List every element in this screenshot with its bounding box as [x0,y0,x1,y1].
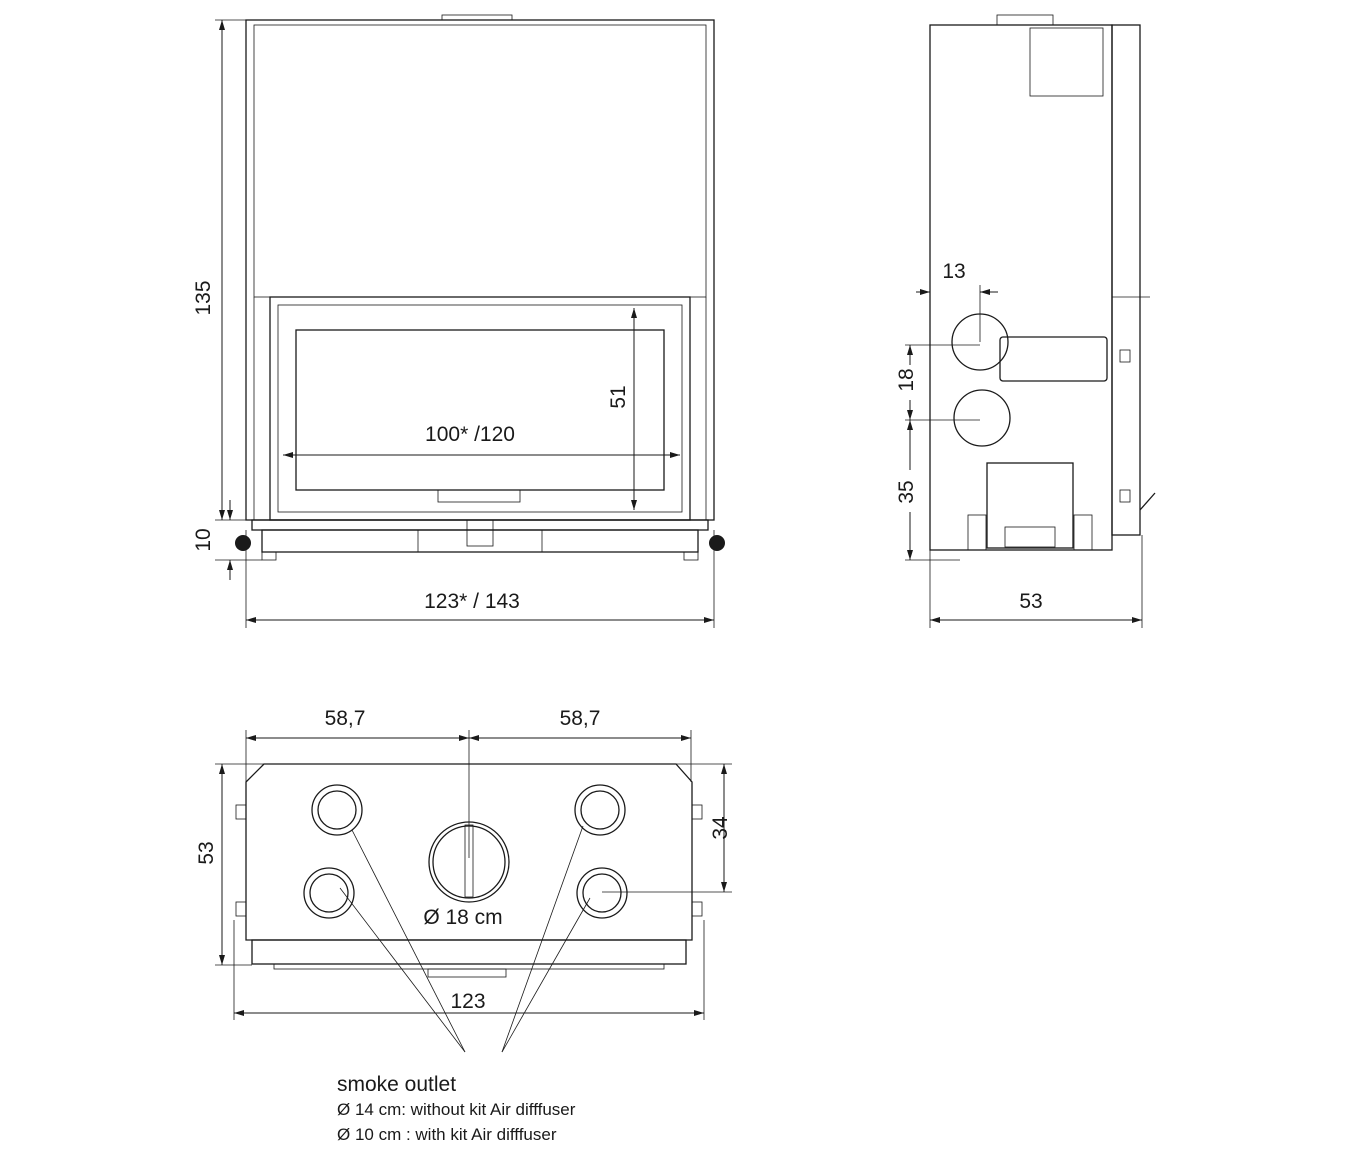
front-width-label: 123* / 143 [424,590,520,613]
top-view: Ø 18 cm 58,7 58,7 53 34 123 [195,707,732,1053]
front-height-label: 135 [192,280,215,315]
left-half-label: 58,7 [325,707,366,730]
side-view: 53 13 18 35 [895,14,1156,628]
legend-title: smoke outlet [337,1073,456,1096]
top-depth-label: 53 [195,841,218,864]
right-half-label: 58,7 [560,707,601,730]
center-outlet-label: Ø 18 cm [423,906,502,929]
smoke-outlet-legend: smoke outlet Ø 14 cm: without kit Air di… [337,1073,576,1144]
outlet-bottom-left [303,867,355,919]
outlet-bottom-right [576,867,628,919]
outlet-offset-label: 13 [942,260,965,283]
outlet-depth-label: 34 [709,816,732,840]
legend-line-1: Ø 14 cm: without kit Air difffuser [337,1100,576,1119]
legend-line-2: Ø 10 cm : with kit Air difffuser [337,1125,557,1144]
outlet-top-left [311,784,363,836]
front-base-label: 10 [192,528,215,551]
front-view: 135 10 123* / 143 100* /120 51 [192,14,725,628]
outlet-top-right [574,784,626,836]
outlet-spacing-label: 18 [895,368,918,391]
top-width-label: 123 [450,990,485,1013]
side-depth-label: 53 [1019,590,1042,613]
opening-width-label: 100* /120 [425,423,515,446]
opening-height-label: 51 [607,385,630,408]
outlet-height-label: 35 [895,480,918,503]
